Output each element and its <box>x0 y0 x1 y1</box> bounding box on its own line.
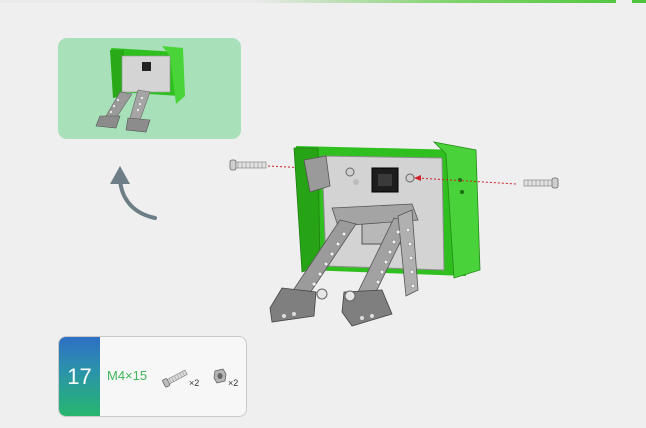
right-screw <box>524 178 558 188</box>
top-accent-rule <box>0 0 646 3</box>
nut-icon <box>213 368 227 384</box>
part-label: M4×15 <box>107 368 147 383</box>
curved-arrow-icon <box>100 160 160 226</box>
assembly-illustration <box>222 138 562 338</box>
screw-icon <box>160 365 190 389</box>
screw-quantity: ×2 <box>189 378 199 388</box>
assembly-preview-thumbnail <box>58 38 241 139</box>
step-parts-card: 17 M4×15 ×2 ×2 <box>58 336 247 417</box>
nut-quantity: ×2 <box>228 378 238 388</box>
left-screw <box>230 160 266 170</box>
step-number: 17 <box>59 337 100 416</box>
